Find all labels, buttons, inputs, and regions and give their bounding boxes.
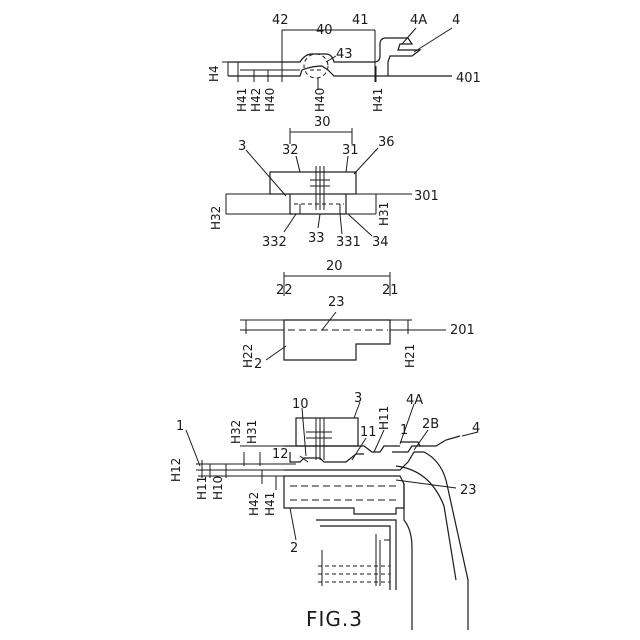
h31-label: H31 <box>377 202 391 226</box>
ref-40-label: 40 <box>316 23 333 38</box>
figure-caption: FIG.3 <box>306 607 363 631</box>
ref-332-label: 332 <box>262 235 287 250</box>
h41-right-label: H41 <box>371 88 385 112</box>
asm-ref-2B-label: 2B <box>422 417 439 432</box>
asm-ref-4A-label: 4A <box>406 393 423 408</box>
ref-4A-label: 4A <box>410 13 427 28</box>
ref-331-label: 331 <box>336 235 361 250</box>
ref-201-label: 201 <box>450 323 475 338</box>
ref-36-label: 36 <box>378 135 395 150</box>
h41-left-label: H41 <box>235 88 249 112</box>
ref-33-label: 33 <box>308 231 325 246</box>
asm-ref-10-label: 10 <box>292 397 309 412</box>
asm-h41-label: H41 <box>263 492 277 516</box>
ref-30-label: 30 <box>314 115 331 130</box>
asm-ref-4-label: 4 <box>472 421 480 436</box>
ref-23-label: 23 <box>328 295 345 310</box>
asm-h11-side-label: H11 <box>195 476 209 500</box>
asm-h11-top-label: H11 <box>377 406 391 430</box>
asm-h10-label: H10 <box>211 476 225 500</box>
ref-31-label: 31 <box>342 143 359 158</box>
ref-401-label: 401 <box>456 71 481 86</box>
ref-301-label: 301 <box>414 189 439 204</box>
ref-32-label: 32 <box>282 143 299 158</box>
asm-h42-label: H42 <box>247 492 261 516</box>
h42-label: H42 <box>249 88 263 112</box>
ref-20-label: 20 <box>326 259 343 274</box>
h40-left-label: H40 <box>263 88 277 112</box>
h22-label: H22 <box>241 344 255 368</box>
ref-2-label: 2 <box>254 357 262 372</box>
asm-ref-12-label: 12 <box>272 447 289 462</box>
ref-34-label: 34 <box>372 235 389 250</box>
h32-label: H32 <box>209 206 223 230</box>
asm-ref-2-label: 2 <box>290 541 298 556</box>
ref-41-label: 41 <box>352 13 369 28</box>
asm-ref-23-label: 23 <box>460 483 477 498</box>
h40-mid-label: H40 <box>313 88 327 112</box>
h4-label: H4 <box>207 65 221 82</box>
asm-ref-3-label: 3 <box>354 391 362 406</box>
ref-22-label: 22 <box>276 283 293 298</box>
ref-4-label: 4 <box>452 13 460 28</box>
asm-ref-11-label: 11 <box>360 425 377 440</box>
ref-21-label: 21 <box>382 283 399 298</box>
asm-h32-label: H32 <box>229 420 243 444</box>
asm-ref-1-left-label: 1 <box>176 419 184 434</box>
ref-42-label: 42 <box>272 13 289 28</box>
asm-ref-1-mid-label: 1 <box>400 423 408 438</box>
h21-label: H21 <box>403 344 417 368</box>
asm-h12-label: H12 <box>169 458 183 482</box>
ref-43-label: 43 <box>336 47 353 62</box>
ref-3-label: 3 <box>238 139 246 154</box>
asm-h31-label: H31 <box>245 420 259 444</box>
